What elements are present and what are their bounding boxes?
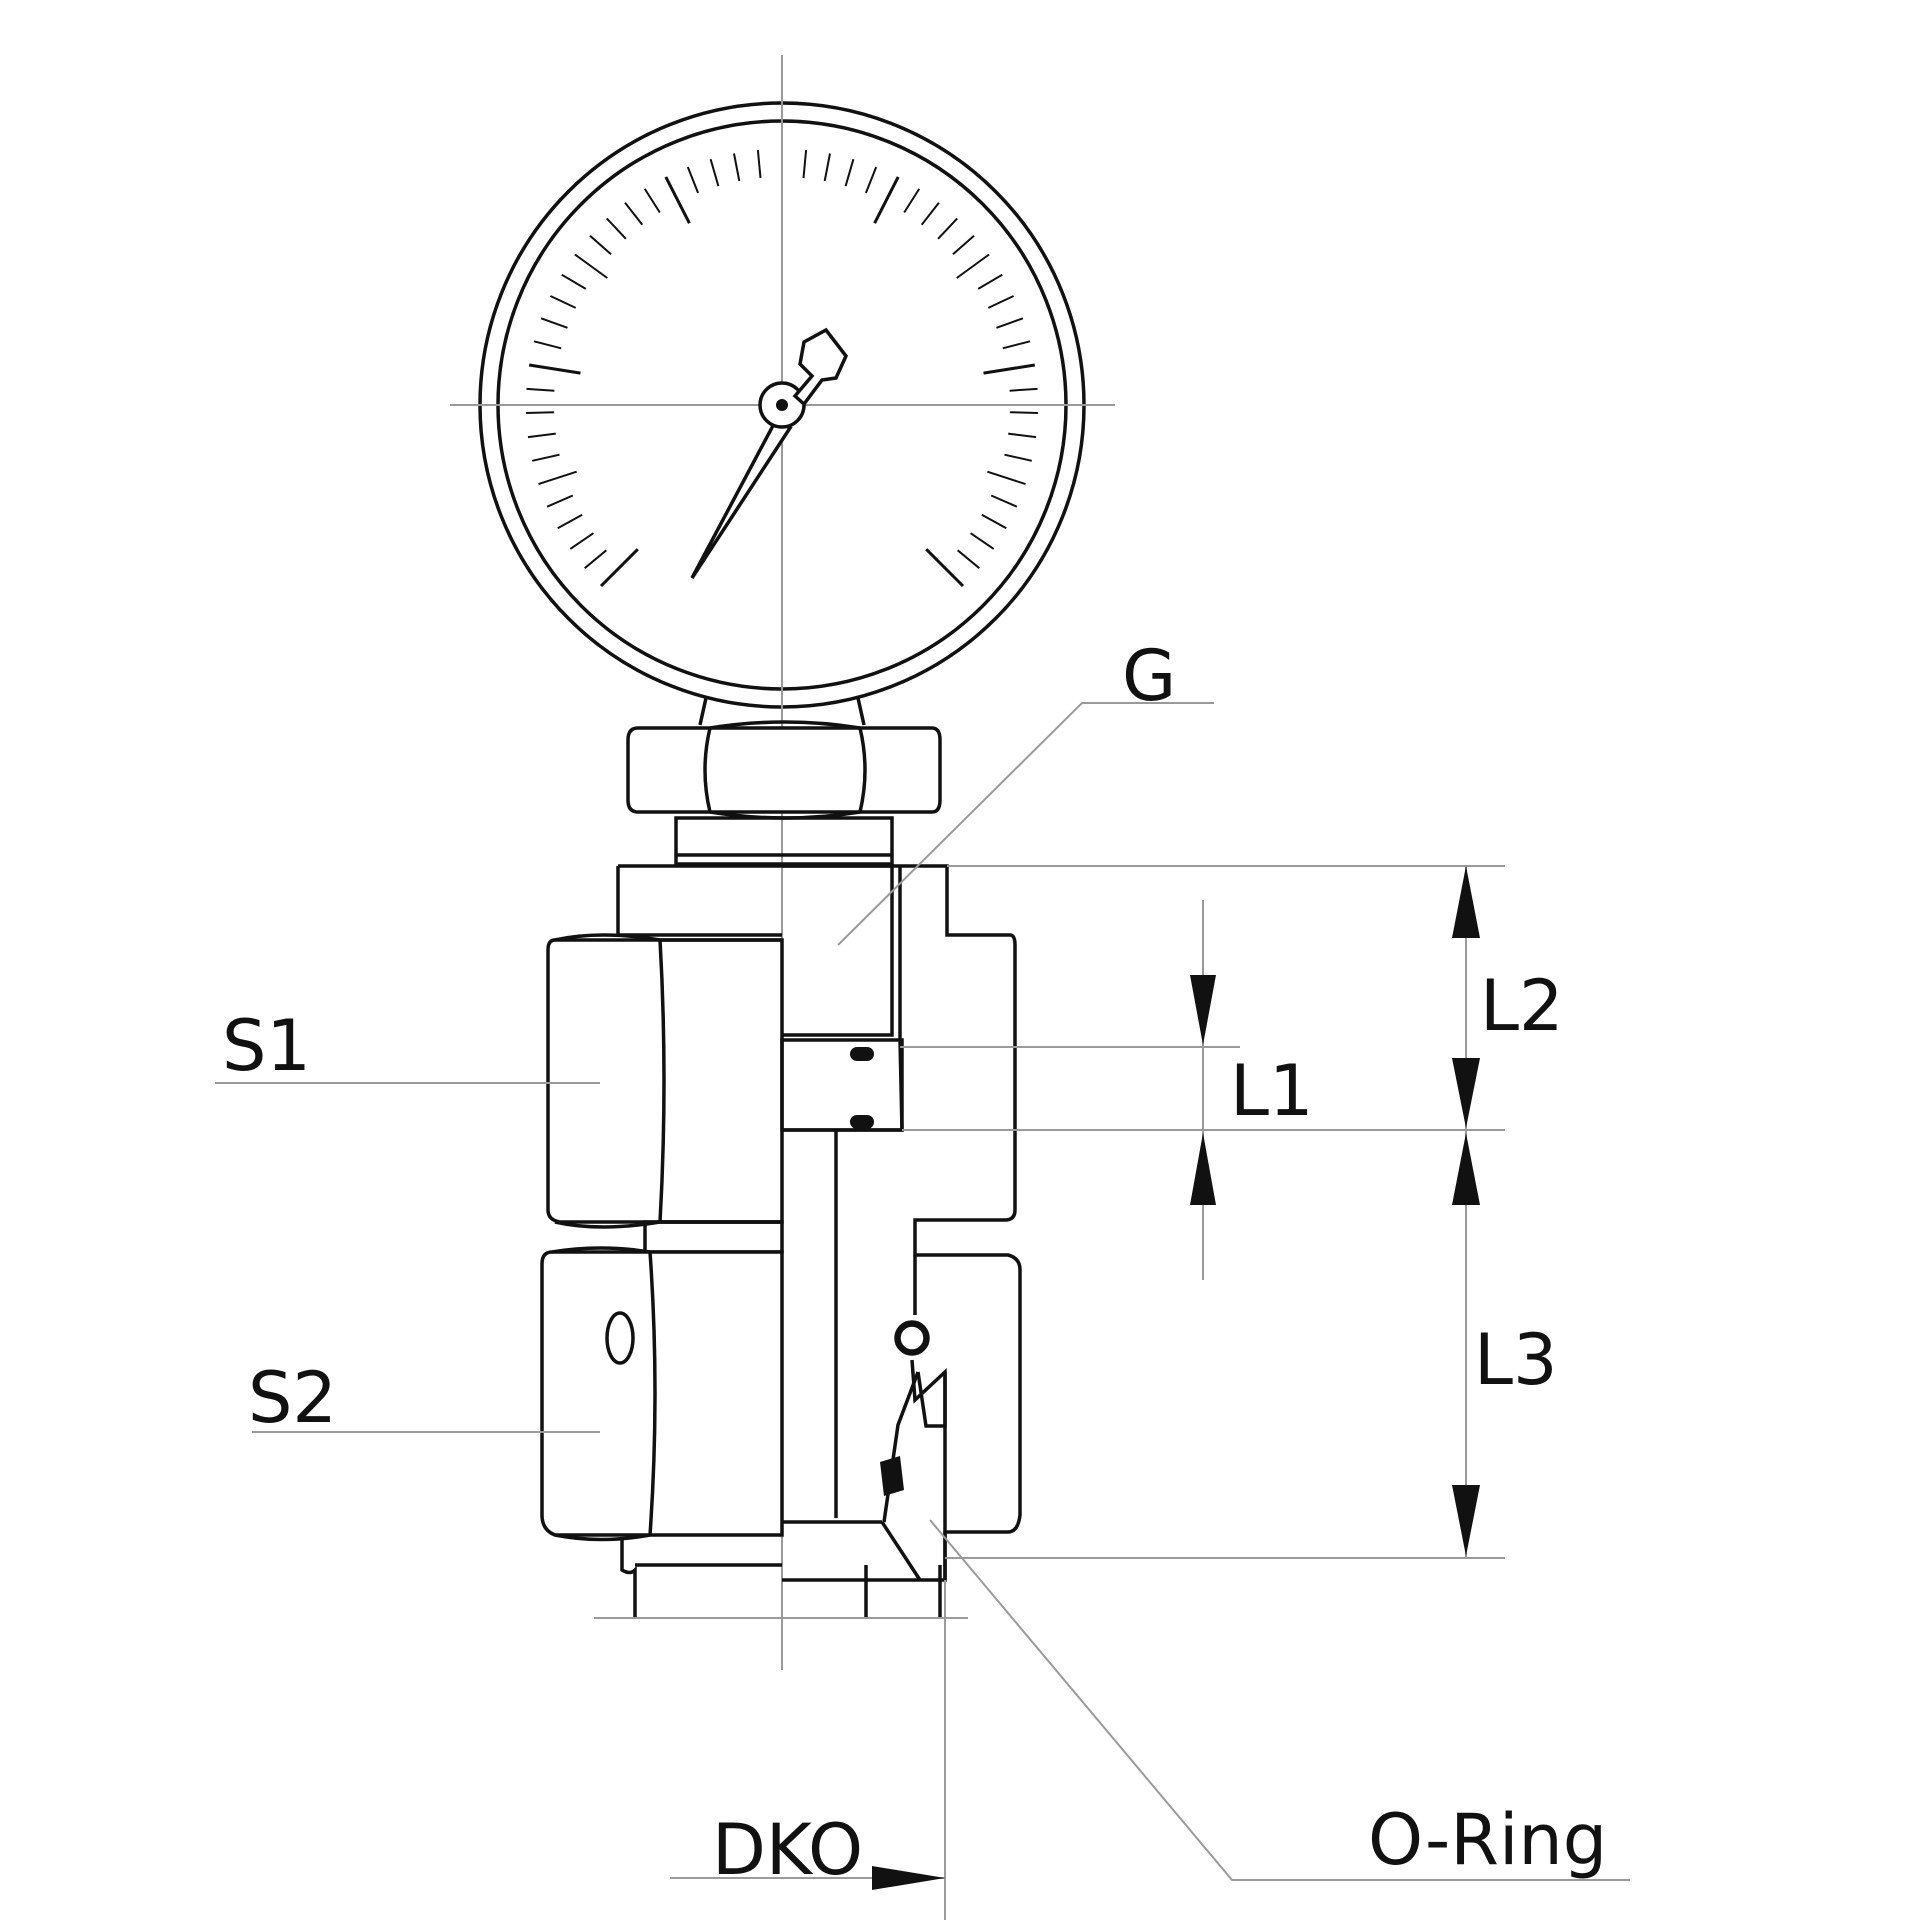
gauge-tick bbox=[925, 548, 965, 588]
gauge-tick bbox=[903, 188, 921, 214]
gauge-tick bbox=[990, 494, 1018, 508]
upper-thread bbox=[674, 816, 894, 866]
gauge-tick bbox=[538, 470, 577, 486]
dimension-lines bbox=[215, 702, 1630, 1920]
gauge-tick bbox=[987, 295, 1015, 309]
gauge-tick bbox=[526, 411, 555, 414]
gauge-tick bbox=[920, 202, 940, 226]
section-view bbox=[780, 864, 947, 1581]
gauge-needle bbox=[690, 327, 849, 579]
gauge-tick bbox=[864, 166, 878, 194]
l2-arrow-down-icon bbox=[1452, 1058, 1480, 1128]
gauge-tick bbox=[802, 150, 808, 179]
gauge-tick bbox=[977, 273, 1003, 290]
gauge-tick bbox=[624, 202, 644, 226]
label-g: G bbox=[1122, 635, 1176, 717]
s1-hex-nut-icon bbox=[546, 933, 784, 1229]
gauge-scale-ticks bbox=[526, 149, 1038, 588]
fitting-body bbox=[616, 864, 1022, 1582]
l3-arrow-down-icon bbox=[1452, 1485, 1480, 1556]
gauge-tick bbox=[540, 317, 568, 329]
gauge-tick bbox=[526, 387, 555, 392]
gauge-tick bbox=[546, 494, 574, 508]
gauge-tick bbox=[599, 548, 639, 588]
dko-arrow-right-icon bbox=[872, 1866, 945, 1890]
gauge-tick bbox=[1008, 432, 1037, 439]
gauge-tick bbox=[952, 234, 975, 255]
gauge-tick bbox=[823, 153, 831, 182]
gauge-tick bbox=[756, 150, 762, 179]
label-o-ring: O-Ring bbox=[1368, 1799, 1607, 1881]
gauge-tick bbox=[1002, 340, 1031, 350]
label-l2: L2 bbox=[1480, 965, 1564, 1047]
gauge-tick bbox=[987, 470, 1026, 486]
gauge-tick bbox=[1004, 453, 1033, 462]
gauge-tick bbox=[956, 253, 990, 279]
label-l3: L3 bbox=[1474, 1319, 1558, 1401]
gauge-tick bbox=[527, 432, 556, 439]
gauge-neck bbox=[698, 697, 866, 726]
gauge-tick bbox=[531, 453, 560, 462]
label-s1: S1 bbox=[222, 1005, 311, 1087]
gauge-tick bbox=[937, 217, 958, 240]
gauge-tick bbox=[589, 234, 612, 255]
label-dko: DKO bbox=[712, 1809, 863, 1891]
top-hex-nut-icon bbox=[626, 720, 942, 820]
l2-arrow-up-icon bbox=[1452, 866, 1480, 938]
l3-arrow-up-icon bbox=[1452, 1133, 1480, 1205]
label-s2: S2 bbox=[248, 1357, 337, 1439]
gauge-tick bbox=[733, 153, 741, 182]
gauge-tick bbox=[709, 158, 720, 187]
gauge-tick bbox=[561, 273, 587, 290]
s2-hex-nut-icon bbox=[540, 1246, 784, 1542]
gauge-tick bbox=[970, 532, 995, 550]
l1-arrow-down-icon bbox=[1190, 975, 1216, 1045]
gauge-tick bbox=[686, 166, 700, 194]
gauge-tick bbox=[957, 549, 980, 569]
pipe bbox=[594, 1537, 968, 1619]
gauge-tick bbox=[533, 340, 562, 350]
gauge-tick bbox=[643, 188, 661, 214]
gauge-tick bbox=[584, 549, 607, 569]
label-l1: L1 bbox=[1230, 1050, 1314, 1132]
l1-arrow-up-icon bbox=[1190, 1133, 1216, 1205]
gauge-tick bbox=[569, 532, 594, 550]
gauge-tick bbox=[528, 363, 581, 375]
nut-spacer bbox=[643, 1220, 784, 1254]
gauge-tick bbox=[1009, 387, 1038, 392]
gauge-tick bbox=[1009, 411, 1038, 414]
gauge-tick bbox=[549, 295, 577, 309]
gauge-tick bbox=[981, 513, 1007, 530]
gauge-tick bbox=[557, 513, 583, 530]
gauge-tick bbox=[606, 217, 627, 240]
gauge-tick bbox=[664, 176, 691, 224]
gauge-tick bbox=[983, 363, 1036, 375]
gauge-tick bbox=[844, 158, 855, 187]
gauge-tick bbox=[996, 317, 1024, 329]
gauge-tick bbox=[873, 176, 900, 224]
gauge-tick bbox=[574, 253, 608, 279]
